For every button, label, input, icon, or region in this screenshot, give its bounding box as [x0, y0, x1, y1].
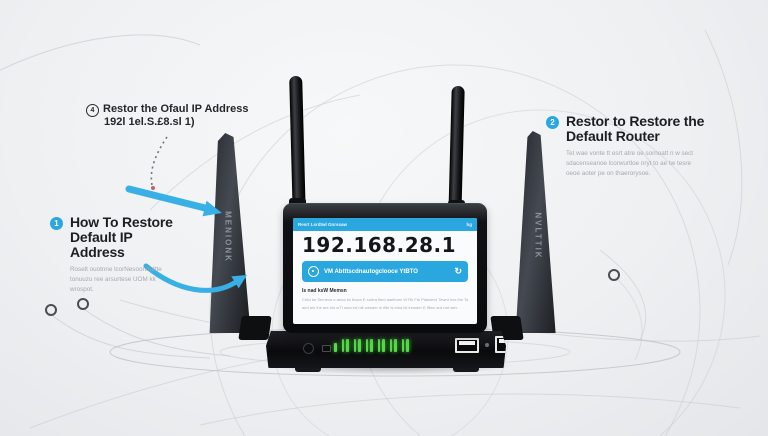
led-indicator [365, 339, 373, 352]
ip-address-text: 192.168.28.1 [302, 233, 457, 257]
note-line-2: 192l 1el.S.£8.sl 1) [104, 116, 195, 129]
target-circle-icon [308, 266, 319, 277]
step1-body-line: tonuuzu ree arsurtese UOM kk [70, 276, 156, 284]
annotation-step-2: 2 Restor to Restore the Default Router T… [546, 113, 726, 178]
annotation-step-1: 1 How To Restore Default IP Address Rose… [50, 214, 190, 295]
router-base [266, 331, 506, 368]
screen-login-button-label: VM Abtttscdnautogclooce YtBTO [324, 268, 418, 275]
screen-login-button: VM Abtttscdnautogclooce YtBTO ↻ [302, 261, 468, 282]
led-indicator [353, 339, 361, 352]
blue-arrow-head [202, 200, 222, 217]
screen-subheading: Is nad ksW Memsn [302, 288, 347, 294]
screen-header-menu: hg [466, 222, 473, 227]
step2-title-line1: Restor to Restore the [566, 113, 705, 129]
step1-body-line: Roselt ouotnne lcorNesoonouttte [70, 266, 162, 274]
led-indicator [334, 343, 337, 352]
power-button [303, 343, 314, 354]
screen-body-line: Crttd lar Serneva e aena bs thacn E surt… [302, 297, 468, 302]
led-indicator [401, 339, 409, 352]
decorative-ring [608, 269, 620, 281]
wps-icon [322, 345, 331, 352]
router-foot [453, 365, 479, 372]
router-screen: Resrt Lsrdtwl Gnrssaw hg 192.168.28.1 VM… [293, 218, 477, 324]
note-line-1: Restor the Ofaul IP Address [103, 103, 249, 115]
usb-led [485, 343, 489, 347]
screen-body-line: aed ars lhe ars brs wTI usra ed rdk wesd… [302, 305, 458, 310]
step1-badge: 1 [50, 217, 63, 230]
screen-header-bar: Resrt Lsrdtwl Gnrssaw hg [293, 218, 477, 231]
blade-antenna-right: NVLTTIK [516, 131, 560, 333]
dotted-connector-line [150, 136, 168, 186]
screen-header-title: Resrt Lsrdtwl Gnrssaw [298, 222, 348, 227]
annotation-ip-note: 4 Restor the Ofaul IP Address 192l 1el.S… [86, 103, 248, 129]
curved-arrow-head [231, 275, 247, 289]
decorative-ring [77, 298, 89, 310]
decorative-ring [45, 304, 57, 316]
note-badge: 4 [86, 104, 99, 117]
led-indicator [389, 339, 397, 352]
refresh-icon: ↻ [454, 266, 462, 276]
connector-dot [151, 186, 155, 190]
blade-antenna-left: MENIONK [205, 133, 251, 333]
step1-title-line1: How To Restore [70, 214, 173, 230]
step2-body-line: sdacenseanoe lcorwurtloe nryt to ae tw t… [566, 159, 691, 167]
step2-badge: 2 [546, 116, 559, 129]
step2-body-line: oeoe aoter pe on thaerorysoe. [566, 169, 651, 177]
led-indicator [341, 339, 349, 352]
led-indicator [377, 339, 385, 352]
router-foot [295, 365, 321, 372]
status-leds [334, 339, 409, 352]
router-display: Resrt Lsrdtwl Gnrssaw hg 192.168.28.1 VM… [283, 203, 487, 333]
step2-body-line: Tet wae vonte tt esrt atre oe sornoatt n… [566, 150, 694, 158]
step2-title-line2: Default Router [566, 128, 660, 145]
step1-title-line2: Default IP Address [70, 229, 133, 261]
blue-arrow-shaft [125, 185, 209, 212]
curved-arrow-shaft [143, 263, 239, 293]
usb-port-2 [495, 336, 506, 353]
step1-body-line: wrospot. [70, 285, 94, 293]
usb-port-1 [455, 338, 479, 353]
